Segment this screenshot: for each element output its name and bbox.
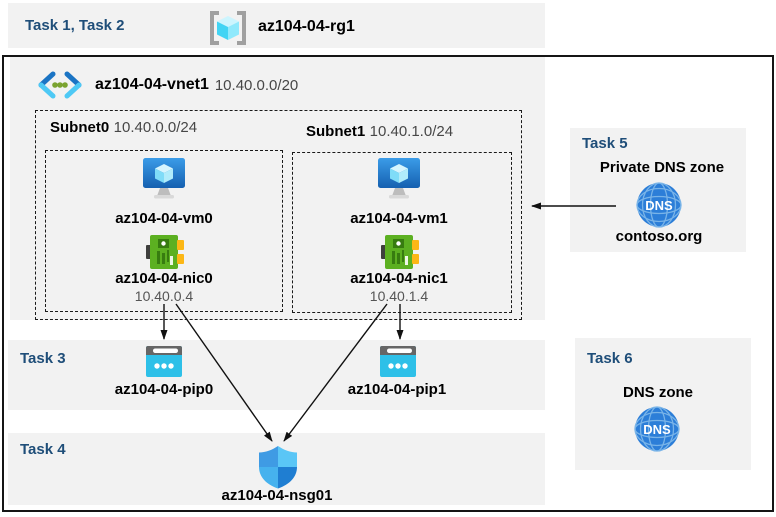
pip1-icon bbox=[380, 346, 416, 377]
resource-group-bar: Task 1, Task 2 az104-04-rg1 bbox=[8, 3, 545, 48]
private-dns-zone-name: contoso.org bbox=[615, 228, 703, 245]
vm0-name: az104-04-vm0 bbox=[115, 210, 213, 227]
task6-label: Task 6 bbox=[587, 350, 633, 367]
dns-zone-title: DNS zone bbox=[622, 384, 694, 401]
nic0-icon bbox=[146, 235, 184, 269]
virtual-network-icon bbox=[38, 71, 82, 99]
nic0-name: az104-04-nic0 bbox=[115, 270, 213, 287]
nsg-name: az104-04-nsg01 bbox=[221, 487, 333, 504]
nsg-shield-icon bbox=[259, 446, 297, 489]
nic1-icon bbox=[381, 235, 419, 269]
vnet-header: az104-04-vnet1 10.40.0.0/20 bbox=[36, 69, 298, 101]
subnet1-label: Subnet1 10.40.1.0/24 bbox=[306, 123, 454, 140]
dns-zone-icon-text: DNS bbox=[643, 422, 671, 437]
pip1-name: az104-04-pip1 bbox=[347, 381, 447, 398]
vnet-region bbox=[10, 57, 545, 320]
nic1-name: az104-04-nic1 bbox=[350, 270, 448, 287]
vm0-icon bbox=[143, 158, 185, 199]
task5-label: Task 5 bbox=[582, 135, 628, 152]
nic0-ip: 10.40.0.4 bbox=[134, 288, 194, 304]
subnet0-label: Subnet0 10.40.0.0/24 bbox=[50, 119, 198, 136]
subnet1-cidr: 10.40.1.0/24 bbox=[369, 123, 454, 140]
task6-box: Task 6 DNS zone DNS bbox=[575, 338, 751, 470]
task3-band bbox=[8, 340, 545, 410]
vnet-cidr: 10.40.0.0/20 bbox=[214, 76, 299, 94]
pip0-icon bbox=[146, 346, 182, 377]
task4-label: Task 4 bbox=[20, 441, 66, 458]
task5-box: Task 5 Private DNS zone DNS contoso.org bbox=[570, 128, 746, 252]
dns-zone-icon: DNS bbox=[634, 406, 680, 452]
vm1-icon bbox=[378, 158, 420, 199]
vnet-name: az104-04-vnet1 bbox=[95, 76, 209, 93]
subnets-container bbox=[35, 110, 522, 320]
nic1-ip: 10.40.1.4 bbox=[369, 288, 429, 304]
task-1-2-label: Task 1, Task 2 bbox=[25, 17, 125, 34]
resource-group-name: az104-04-rg1 bbox=[258, 18, 355, 35]
resource-group-icon bbox=[210, 11, 246, 45]
private-dns-icon-text: DNS bbox=[645, 198, 673, 213]
subnet1-box bbox=[292, 152, 512, 313]
subnet0-cidr: 10.40.0.0/24 bbox=[113, 119, 198, 136]
pip0-name: az104-04-pip0 bbox=[114, 381, 214, 398]
task3-label: Task 3 bbox=[20, 350, 66, 367]
private-dns-zone-title: Private DNS zone bbox=[599, 159, 725, 176]
vm1-name: az104-04-vm1 bbox=[350, 210, 448, 227]
private-dns-icon: DNS bbox=[636, 182, 682, 228]
